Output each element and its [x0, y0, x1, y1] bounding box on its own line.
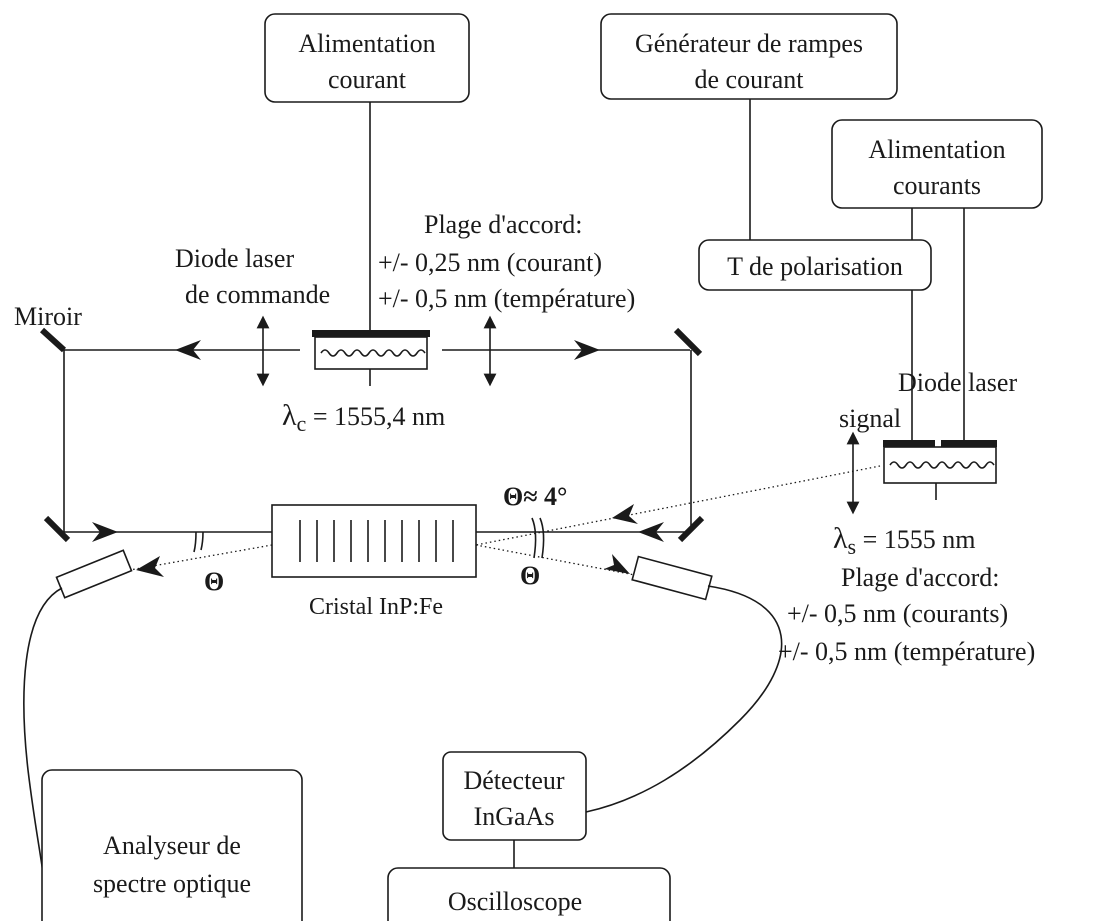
cristal-label: Cristal InP:Fe [309, 594, 443, 620]
svg-text:Analyseur de: Analyseur de [103, 831, 241, 860]
plage-signal-courants: +/- 0,5 nm (courants) [787, 599, 1008, 628]
diode-signal-label-1: Diode laser [898, 368, 1017, 397]
fiber-to-analyseur [23, 587, 63, 881]
angle-arc-left [193, 531, 197, 553]
svg-text:InGaAs: InGaAs [474, 802, 555, 831]
plage-commande-courant: +/- 0,25 nm (courant) [378, 248, 602, 277]
plage-signal-temperature: +/- 0,5 nm (température) [778, 637, 1035, 666]
cristal-inp-fe [271, 504, 477, 578]
theta-approx-label: Θ≈ 4° [503, 482, 567, 511]
t-polarisation-box: T de polarisation [698, 239, 932, 291]
svg-text:courant: courant [328, 65, 407, 94]
svg-text:T de polarisation: T de polarisation [727, 252, 903, 281]
mirror-top-right [673, 327, 703, 357]
diode-commande-label-1: Diode laser [175, 244, 294, 273]
svg-text:Générateur de rampes: Générateur de rampes [635, 29, 863, 58]
svg-text:Alimentation: Alimentation [868, 135, 1005, 164]
angle-arc-right-2 [539, 517, 545, 559]
svg-text:Alimentation: Alimentation [298, 29, 435, 58]
oscilloscope-box: Oscilloscope [387, 867, 671, 921]
diode-commande-label-2: de commande [185, 280, 330, 309]
arrow-out-left [136, 556, 164, 577]
mirror-bottom-left [43, 515, 71, 543]
diode-signal-label-2: signal [839, 404, 901, 433]
svg-text:courants: courants [893, 171, 981, 200]
diode-laser-commande [312, 330, 430, 386]
svg-text:Oscilloscope: Oscilloscope [448, 887, 582, 916]
arrow-out-right [604, 554, 630, 574]
fiber-collimator-right [631, 555, 713, 601]
svg-text:Détecteur: Détecteur [463, 766, 564, 795]
arrow-signal [612, 504, 638, 524]
lambda-s-label: λs = 1555 nm [833, 522, 976, 559]
detecteur-ingaas-box: Détecteur InGaAs [442, 751, 587, 841]
fiber-to-detecteur [585, 585, 783, 813]
arrow-commande-left [175, 340, 201, 360]
lambda-c-label: λc = 1555,4 nm [282, 399, 445, 436]
beam-out-right [475, 544, 636, 576]
plage-commande-temperature: +/- 0,5 nm (température) [378, 284, 635, 313]
analyseur-spectre-box: Analyseur de spectre optique [41, 769, 303, 921]
svg-text:de courant: de courant [694, 65, 804, 94]
mirror-top-left [39, 327, 67, 353]
alimentation-courants-box: Alimentation courants [831, 119, 1043, 209]
theta-right-label: Θ [520, 561, 540, 590]
arrow-crystal-right [638, 522, 664, 542]
angle-arc-left-2 [200, 531, 204, 551]
generateur-rampes-box: Générateur de rampes de courant [600, 13, 898, 100]
diode-laser-signal [883, 440, 997, 500]
arrow-crystal-left [92, 522, 118, 542]
alimentation-courant-box: Alimentation courant [264, 13, 470, 103]
fiber-collimator-left [55, 549, 133, 599]
plage-commande-title: Plage d'accord: [424, 210, 582, 239]
plage-signal-title: Plage d'accord: [841, 563, 999, 592]
beam-out-left [129, 544, 273, 571]
arrow-commande-right [574, 340, 600, 360]
svg-text:spectre optique: spectre optique [93, 869, 251, 898]
angle-arc-right [531, 517, 537, 559]
theta-left-label: Θ [204, 567, 224, 596]
miroir-label: Miroir [14, 302, 82, 331]
